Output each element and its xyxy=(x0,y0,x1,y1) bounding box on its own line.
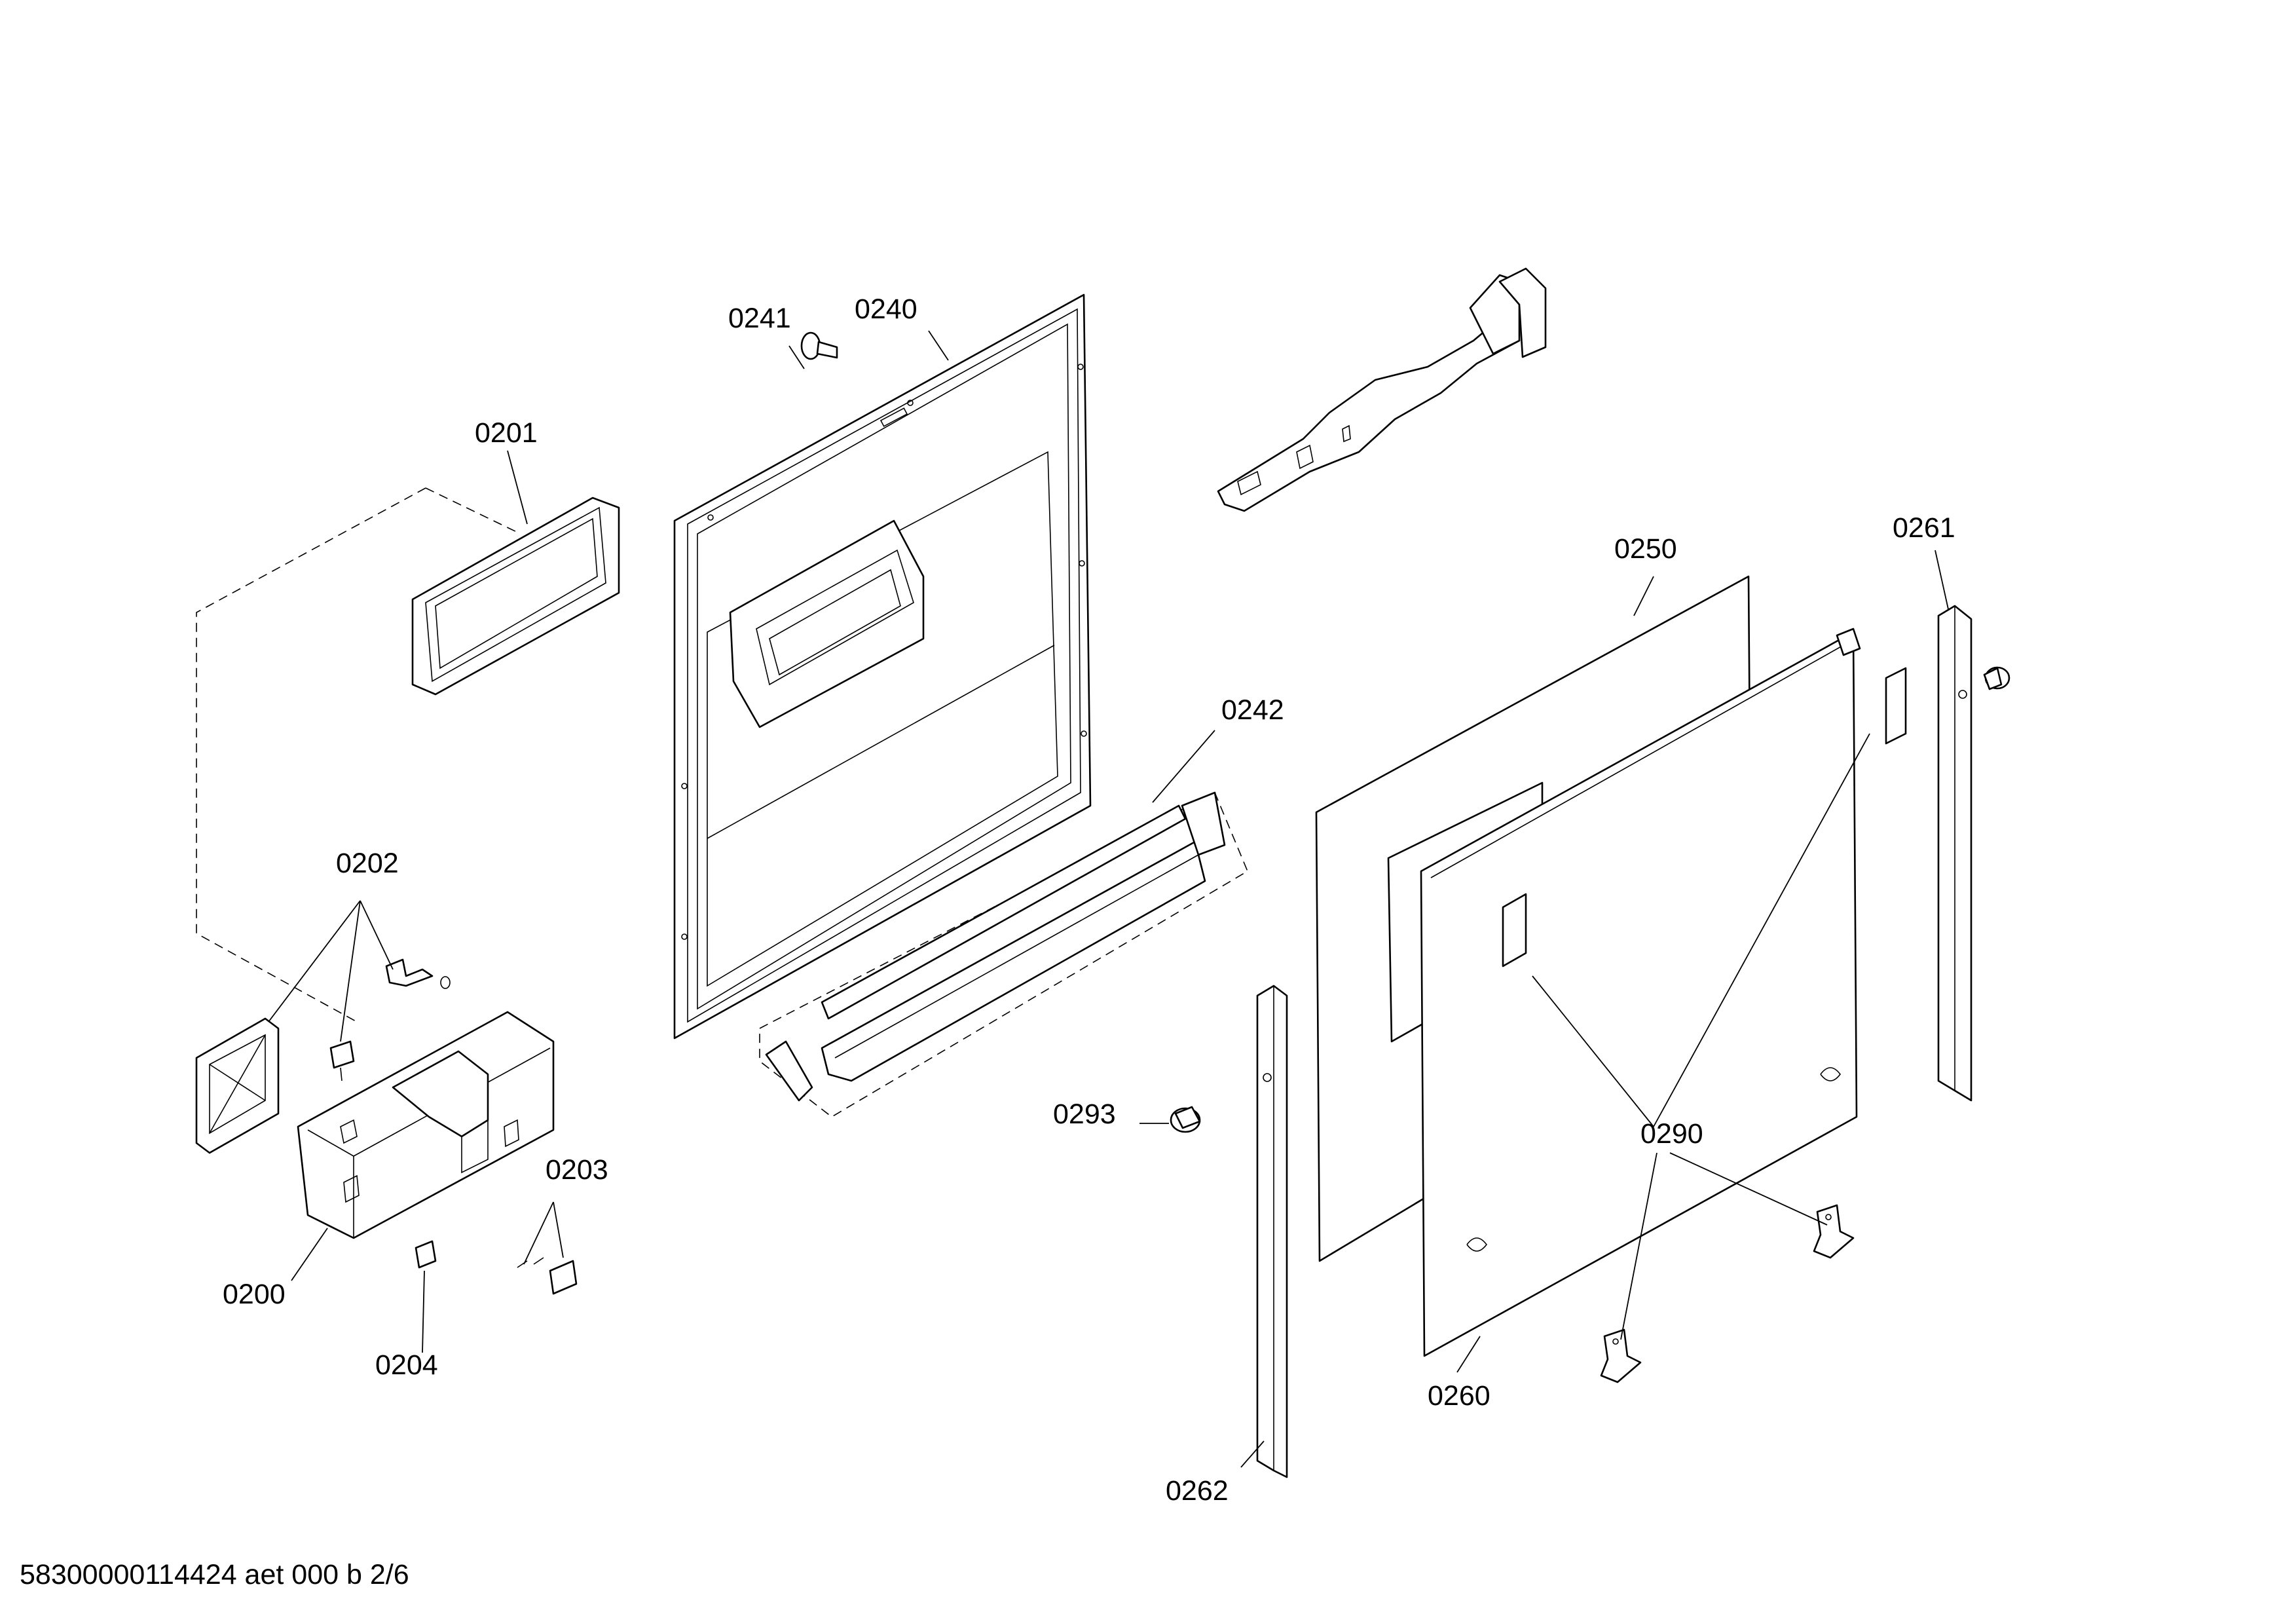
label-0204: 0204 xyxy=(375,1349,438,1381)
part-0241-screw xyxy=(800,331,838,360)
label-0201: 0201 xyxy=(475,417,538,449)
label-0241: 0241 xyxy=(728,303,791,334)
label-0260: 0260 xyxy=(1428,1380,1491,1412)
label-0202: 0202 xyxy=(336,848,399,879)
label-0240: 0240 xyxy=(855,293,917,325)
part-0261-side-strip-right xyxy=(1885,605,2010,1102)
part-0242-trim-strips xyxy=(765,791,1226,1102)
part-0201-frame xyxy=(411,497,620,696)
assembly-outline-left xyxy=(196,487,521,1023)
label-0250: 0250 xyxy=(1614,533,1677,565)
label-0261: 0261 xyxy=(1893,512,1955,544)
part-0262-side-strip-left xyxy=(1256,985,1288,1478)
part-0204-terminal xyxy=(415,1240,437,1269)
label-0262: 0262 xyxy=(1166,1475,1229,1507)
label-0293: 0293 xyxy=(1053,1098,1116,1130)
part-0260-decor-panel xyxy=(1420,628,1861,1357)
part-0293-plug xyxy=(1170,1106,1201,1133)
label-0203: 0203 xyxy=(546,1154,608,1186)
part-0290-hinge-pad-2 xyxy=(1813,1204,1855,1259)
part-0202-clip xyxy=(329,1040,355,1081)
part-hinge-bracket xyxy=(1217,267,1547,512)
part-0203-connector xyxy=(517,1257,578,1295)
part-0290-hinge-pad-1 xyxy=(1600,1328,1642,1383)
part-0202-cover xyxy=(195,1017,280,1154)
part-0202-latch xyxy=(385,958,451,989)
leader-lines xyxy=(268,330,1949,1468)
part-0240-inner-door xyxy=(673,293,1092,1040)
part-0200-control-module xyxy=(297,1011,555,1239)
document-code: 58300000114424 aet 000 b 2/6 xyxy=(20,1559,409,1590)
label-0290: 0290 xyxy=(1640,1118,1703,1150)
label-0242: 0242 xyxy=(1221,694,1284,726)
label-0200: 0200 xyxy=(223,1279,286,1310)
